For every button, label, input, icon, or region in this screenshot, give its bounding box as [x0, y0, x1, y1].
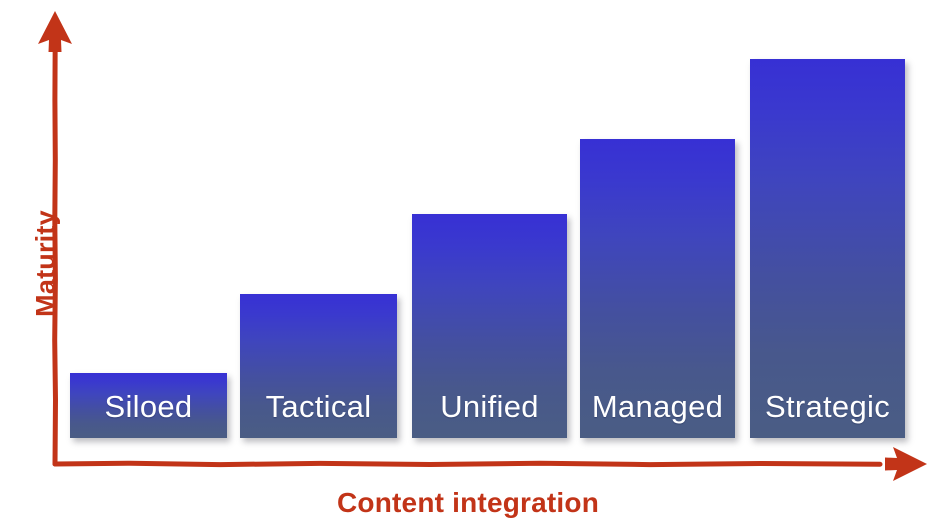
- bar-managed[interactable]: Managed: [580, 139, 735, 438]
- bar-label-tactical: Tactical: [265, 389, 372, 424]
- bar-label-unified: Unified: [440, 389, 539, 424]
- x-axis-label: Content integration: [337, 487, 599, 518]
- bar-tactical[interactable]: Tactical: [240, 294, 397, 438]
- bar-strategic[interactable]: Strategic: [750, 59, 905, 438]
- bar-unified[interactable]: Unified: [412, 214, 567, 438]
- bar-label-siloed: Siloed: [104, 389, 193, 424]
- bar-label-strategic: Strategic: [764, 389, 891, 424]
- bar-siloed[interactable]: Siloed: [70, 373, 227, 438]
- bar-label-managed: Managed: [591, 389, 724, 424]
